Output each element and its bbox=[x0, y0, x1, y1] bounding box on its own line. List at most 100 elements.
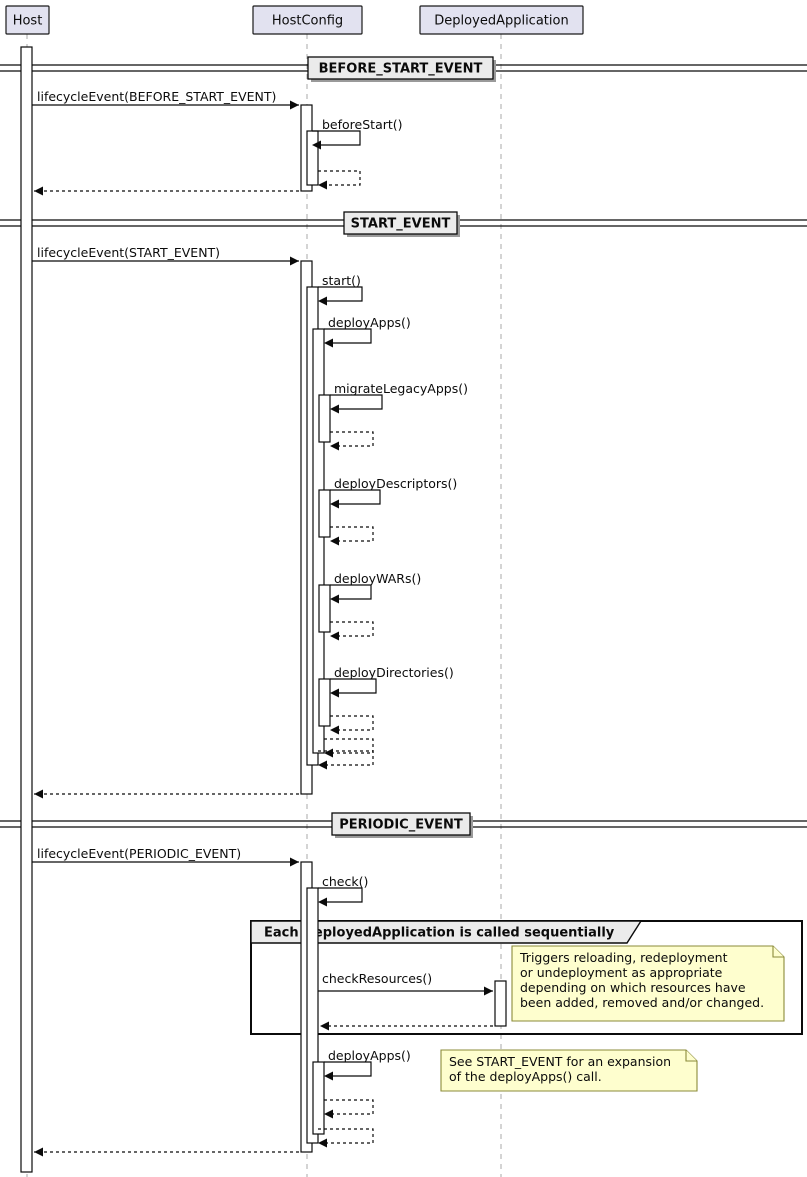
activations-layer bbox=[20, 46, 507, 1173]
arrow-head-msg-checkresources-return bbox=[320, 1021, 329, 1031]
arrow-head-msg-lifecycle-periodic bbox=[290, 857, 299, 867]
message-msg-deployapps-periodic-self bbox=[324, 1061, 372, 1077]
message-label-msg-deploywars-self: deployWARs() bbox=[334, 571, 421, 586]
participant-box-host bbox=[5, 5, 50, 35]
divider-label-start-event: START_EVENT bbox=[351, 217, 451, 232]
message-line-msg-migratelegacyapps-self bbox=[330, 394, 383, 410]
message-line-msg-deployapps-periodic-self bbox=[324, 1061, 372, 1077]
message-line-msg-check-self-return bbox=[318, 1128, 374, 1144]
activation-hostconfig-act-check-self bbox=[306, 887, 319, 1144]
arrow-head-msg-deploywars-return bbox=[330, 631, 339, 641]
participant-hostconfig: HostConfig bbox=[252, 5, 363, 35]
message-msg-check-self bbox=[318, 887, 363, 903]
arrow-head-msg-deploydescriptors-return bbox=[330, 536, 339, 546]
participant-deployedapplication: DeployedApplication bbox=[419, 5, 584, 35]
participant-label-deployedapplication: DeployedApplication bbox=[434, 14, 568, 29]
message-line-msg-deploydirectories-return bbox=[330, 715, 374, 731]
groups-layer: Each DeployedApplication is called seque… bbox=[250, 920, 803, 1035]
arrow-head-msg-migratelegacyapps-return bbox=[330, 441, 339, 451]
message-msg-start-self bbox=[318, 286, 363, 302]
message-line-msg-deploywars-self bbox=[330, 584, 372, 600]
arrow-head-msg-checkresources bbox=[484, 986, 493, 996]
message-msg-migratelegacyapps-return bbox=[330, 431, 374, 447]
message-msg-deploywars-return bbox=[330, 621, 374, 637]
note-deployapps-line-1: of the deployApps() call. bbox=[449, 1069, 602, 1084]
note-checkresources-line-0: Triggers reloading, redeployment bbox=[519, 950, 728, 965]
note-deployapps-line-0: See START_EVENT for an expansion bbox=[449, 1054, 671, 1069]
message-line-msg-start-self-return bbox=[318, 750, 374, 766]
arrow-head-msg-deploywars-self bbox=[330, 594, 339, 604]
group-each-deployedapplication: Each DeployedApplication is called seque… bbox=[250, 920, 803, 1035]
note-checkresources-line-3: been added, removed and/or changed. bbox=[520, 995, 764, 1010]
note-deployapps-body bbox=[440, 1049, 698, 1092]
group-each-deployedapplication-tab bbox=[250, 920, 643, 944]
divider-box-periodic-event bbox=[331, 812, 471, 836]
message-msg-beforestart-self-return bbox=[318, 170, 361, 186]
divider-box-start-event bbox=[343, 211, 458, 235]
arrow-head-msg-deploydirectories-return bbox=[330, 725, 339, 735]
divider-start-event: START_EVENT bbox=[0, 211, 807, 237]
arrow-head-msg-deployapps-periodic-self bbox=[324, 1071, 333, 1081]
participants-layer: Host HostConfig DeployedApplication bbox=[5, 5, 584, 35]
arrow-head-msg-lifecycle-before-start bbox=[290, 100, 299, 110]
message-msg-start-self-return bbox=[318, 750, 374, 766]
arrow-head-msg-beforestart-self bbox=[312, 140, 321, 150]
lifelines-layer bbox=[26, 34, 502, 1177]
message-line-msg-deployapps-self bbox=[324, 328, 372, 344]
message-msg-check-self-return bbox=[318, 1128, 374, 1144]
message-msg-deploydescriptors-return bbox=[330, 526, 374, 542]
message-label-msg-deployapps-self: deployApps() bbox=[328, 315, 411, 330]
divider-box-before-start-event bbox=[307, 56, 494, 80]
message-label-msg-beforestart-self: beforeStart() bbox=[322, 117, 403, 132]
message-msg-deployapps-periodic-return bbox=[324, 1099, 374, 1115]
note-checkresources-line-1: or undeployment as appropriate bbox=[520, 965, 723, 980]
message-line-msg-beforestart-self bbox=[312, 130, 361, 146]
message-label-msg-check-self: check() bbox=[322, 874, 368, 889]
message-msg-deploywars-self bbox=[330, 584, 372, 600]
message-line-msg-check-self bbox=[318, 887, 363, 903]
message-line-msg-deploydescriptors-return bbox=[330, 526, 374, 542]
activation-hostconfig-act-deployapps-self bbox=[312, 328, 325, 754]
message-line-msg-migratelegacyapps-return bbox=[330, 431, 374, 447]
message-label-msg-deploydescriptors-self: deployDescriptors() bbox=[334, 476, 457, 491]
activation-hostconfig-act-migratelegacy-self bbox=[318, 394, 331, 443]
message-label-msg-lifecycle-before-start: lifecycleEvent(BEFORE_START_EVENT) bbox=[37, 89, 276, 104]
group-each-deployedapplication-label: Each DeployedApplication is called seque… bbox=[264, 926, 615, 941]
message-msg-deployapps-return bbox=[324, 738, 374, 754]
message-line-msg-deployapps-periodic-return bbox=[324, 1099, 374, 1115]
arrow-head-msg-start-self bbox=[318, 296, 327, 306]
message-label-msg-lifecycle-start: lifecycleEvent(START_EVENT) bbox=[37, 245, 220, 260]
arrow-head-msg-deploydescriptors-self bbox=[330, 499, 339, 509]
note-deployapps-fold bbox=[685, 1050, 697, 1062]
arrow-head-msg-deployapps-self bbox=[324, 338, 333, 348]
participant-box-deployedapplication bbox=[419, 5, 584, 35]
dividers-layer: BEFORE_START_EVENTSTART_EVENTPERIODIC_EV… bbox=[0, 56, 807, 838]
arrow-head-msg-check-self-return bbox=[318, 1138, 327, 1148]
arrow-head-msg-deploydirectories-self bbox=[330, 688, 339, 698]
arrow-head-msg-before-start-return bbox=[34, 186, 43, 196]
arrow-head-msg-migratelegacyapps-self bbox=[330, 404, 339, 414]
activation-hostconfig-act-deploywars-self bbox=[318, 584, 331, 633]
message-label-msg-start-self: start() bbox=[322, 273, 361, 288]
message-msg-beforestart-self bbox=[312, 130, 361, 146]
activation-deployedapp-act-checkresources bbox=[494, 980, 507, 1027]
message-line-msg-beforestart-self-return bbox=[318, 170, 361, 186]
arrow-head-msg-deployapps-return bbox=[324, 748, 333, 758]
message-msg-deploydirectories-self bbox=[330, 678, 377, 694]
arrow-head-msg-beforestart-self-return bbox=[318, 180, 327, 190]
activation-hostconfig-act-beforestart-self bbox=[306, 130, 319, 186]
arrow-head-msg-start-return bbox=[34, 789, 43, 799]
note-checkresources-fold bbox=[772, 946, 784, 958]
note-checkresources-body bbox=[511, 945, 785, 1022]
activation-host-act-1 bbox=[20, 46, 33, 1173]
activation-hostconfig-act-deploydirectories-self bbox=[318, 678, 331, 727]
participant-label-hostconfig: HostConfig bbox=[272, 14, 343, 29]
message-label-msg-migratelegacyapps-self: migrateLegacyApps() bbox=[334, 381, 468, 396]
arrow-head-msg-deployapps-periodic-return bbox=[324, 1109, 333, 1119]
participant-label-host: Host bbox=[13, 14, 43, 29]
